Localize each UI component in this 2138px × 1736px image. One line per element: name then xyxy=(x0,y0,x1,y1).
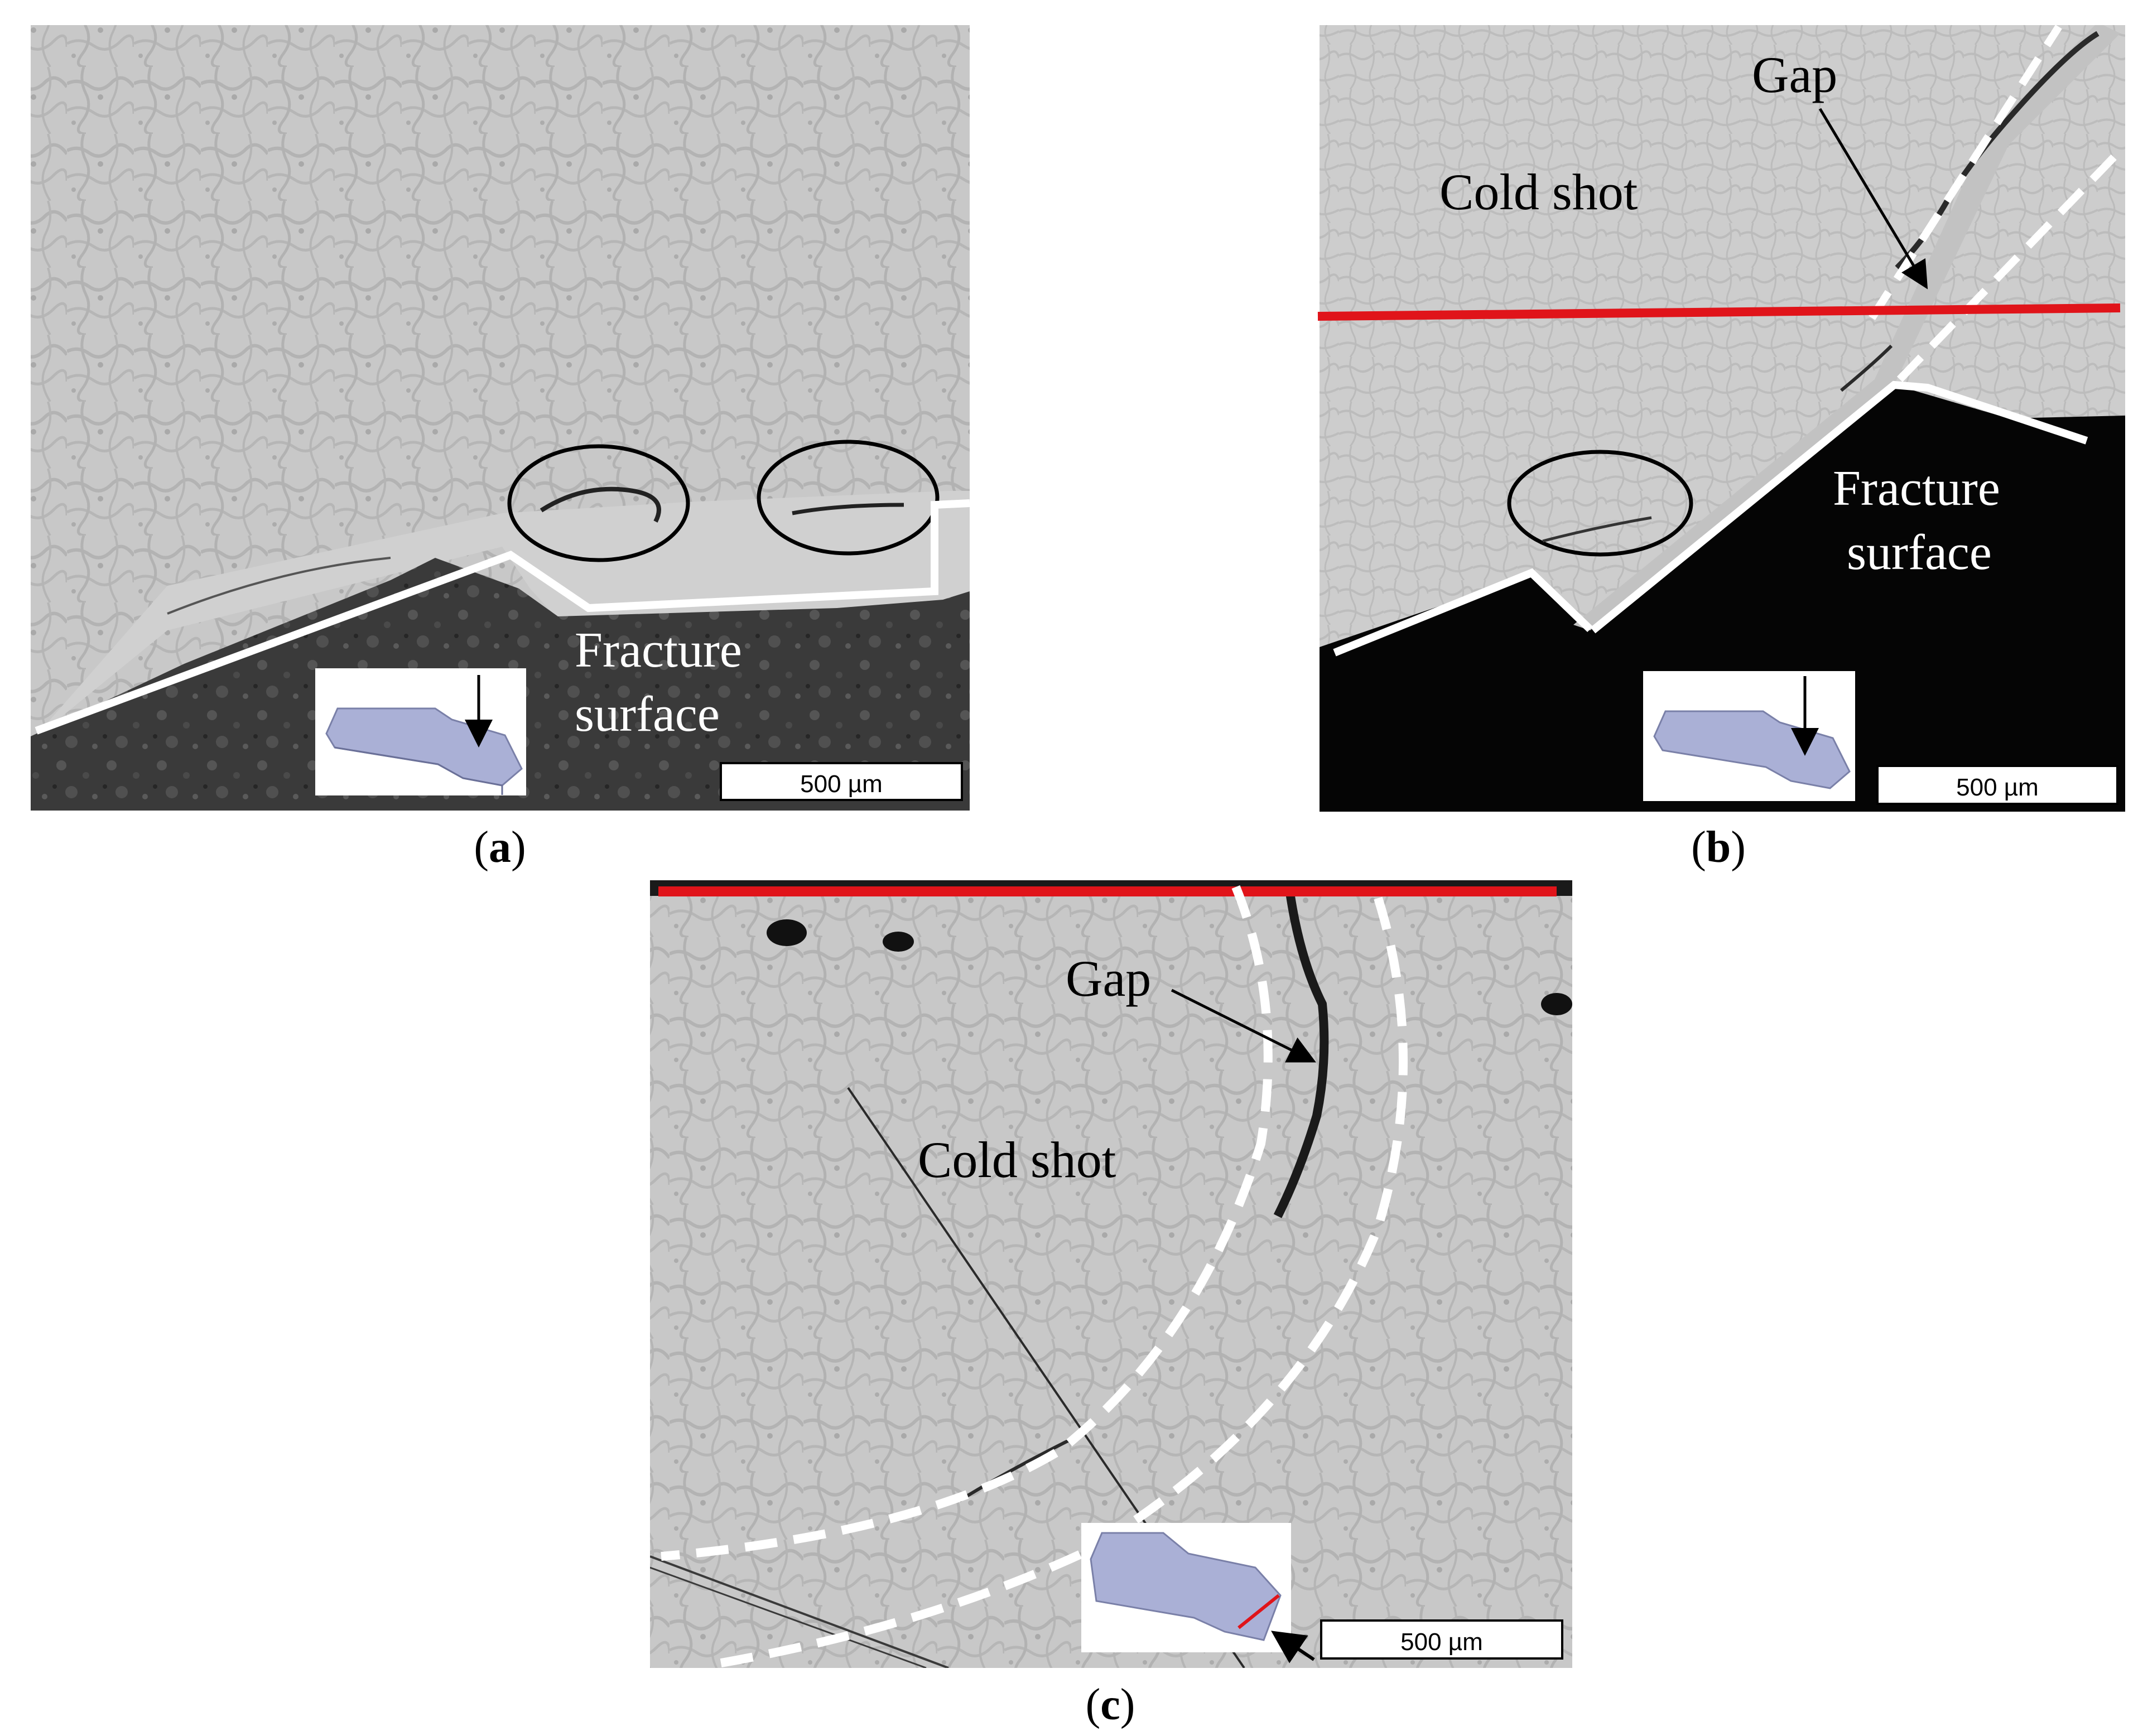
panel-a-annotation-1: Fracture xyxy=(575,623,742,678)
panel-b-defect-circle xyxy=(1507,450,1693,557)
svg-text:500 µm: 500 µm xyxy=(1956,774,2039,801)
panel-b-fracture-outline xyxy=(1333,568,1593,657)
panel-a-fracture-outline xyxy=(35,499,970,735)
panel-b-inset xyxy=(1643,671,1855,801)
panel-b-annotation-fracture: Fracture xyxy=(1833,461,2000,516)
panel-b-void xyxy=(1320,382,2125,812)
panel-b-fracture-outline-2 xyxy=(1590,380,2088,634)
panel-b-annotation-cold-shot: Cold shot xyxy=(1439,163,1638,220)
panel-c-dashed-boundary-2 xyxy=(707,896,1408,1670)
panel-b: Cold shot Gap Fracture surface 500 µm (b… xyxy=(1317,25,2125,872)
panel-a: Fracture surface 500 µm (a) xyxy=(31,25,970,872)
panel-c-inset xyxy=(1081,1523,1315,1663)
side-arrow-icon xyxy=(1271,1631,1315,1663)
panel-a-surface-layer xyxy=(31,491,970,742)
panel-b-gap-arrow xyxy=(1818,108,1928,290)
panel-c-dashed-boundary-1 xyxy=(661,885,1273,1561)
panel-c-gap-crack xyxy=(1273,891,1329,1218)
panel-b-dashed-boundary-2 xyxy=(1896,148,2123,382)
panel-c-scale-bar: 500 µm xyxy=(1320,1619,1563,1660)
panel-a-inset xyxy=(315,668,526,795)
panel-a-caption: (a) xyxy=(474,823,526,872)
panel-c-annotation-cold-shot: Cold shot xyxy=(918,1131,1116,1188)
panel-c-caption: (c) xyxy=(1086,1680,1135,1729)
panel-a-defect-circle-1 xyxy=(507,444,690,562)
panel-b-annotation-gap: Gap xyxy=(1752,46,1837,103)
panel-b-caption: (b) xyxy=(1691,823,1746,872)
panel-a-scale-bar: 500 µm xyxy=(720,762,963,801)
svg-text:500 µm: 500 µm xyxy=(800,770,883,798)
panel-c-annotation-gap: Gap xyxy=(1066,950,1151,1007)
panel-c-gap-arrow xyxy=(1171,988,1316,1063)
panel-c: Gap Cold shot 500 µm (c) xyxy=(650,880,1572,1729)
panel-a-defect-circle-2 xyxy=(757,440,940,556)
panel-a-annotation-2: surface xyxy=(575,687,720,742)
panel-b-annotation-surface: surface xyxy=(1847,525,1992,580)
panel-b-red-cut-line xyxy=(1317,303,2121,321)
panel-b-scale-bar: 500 µm xyxy=(1876,765,2118,805)
svg-text:500 µm: 500 µm xyxy=(1400,1628,1483,1656)
